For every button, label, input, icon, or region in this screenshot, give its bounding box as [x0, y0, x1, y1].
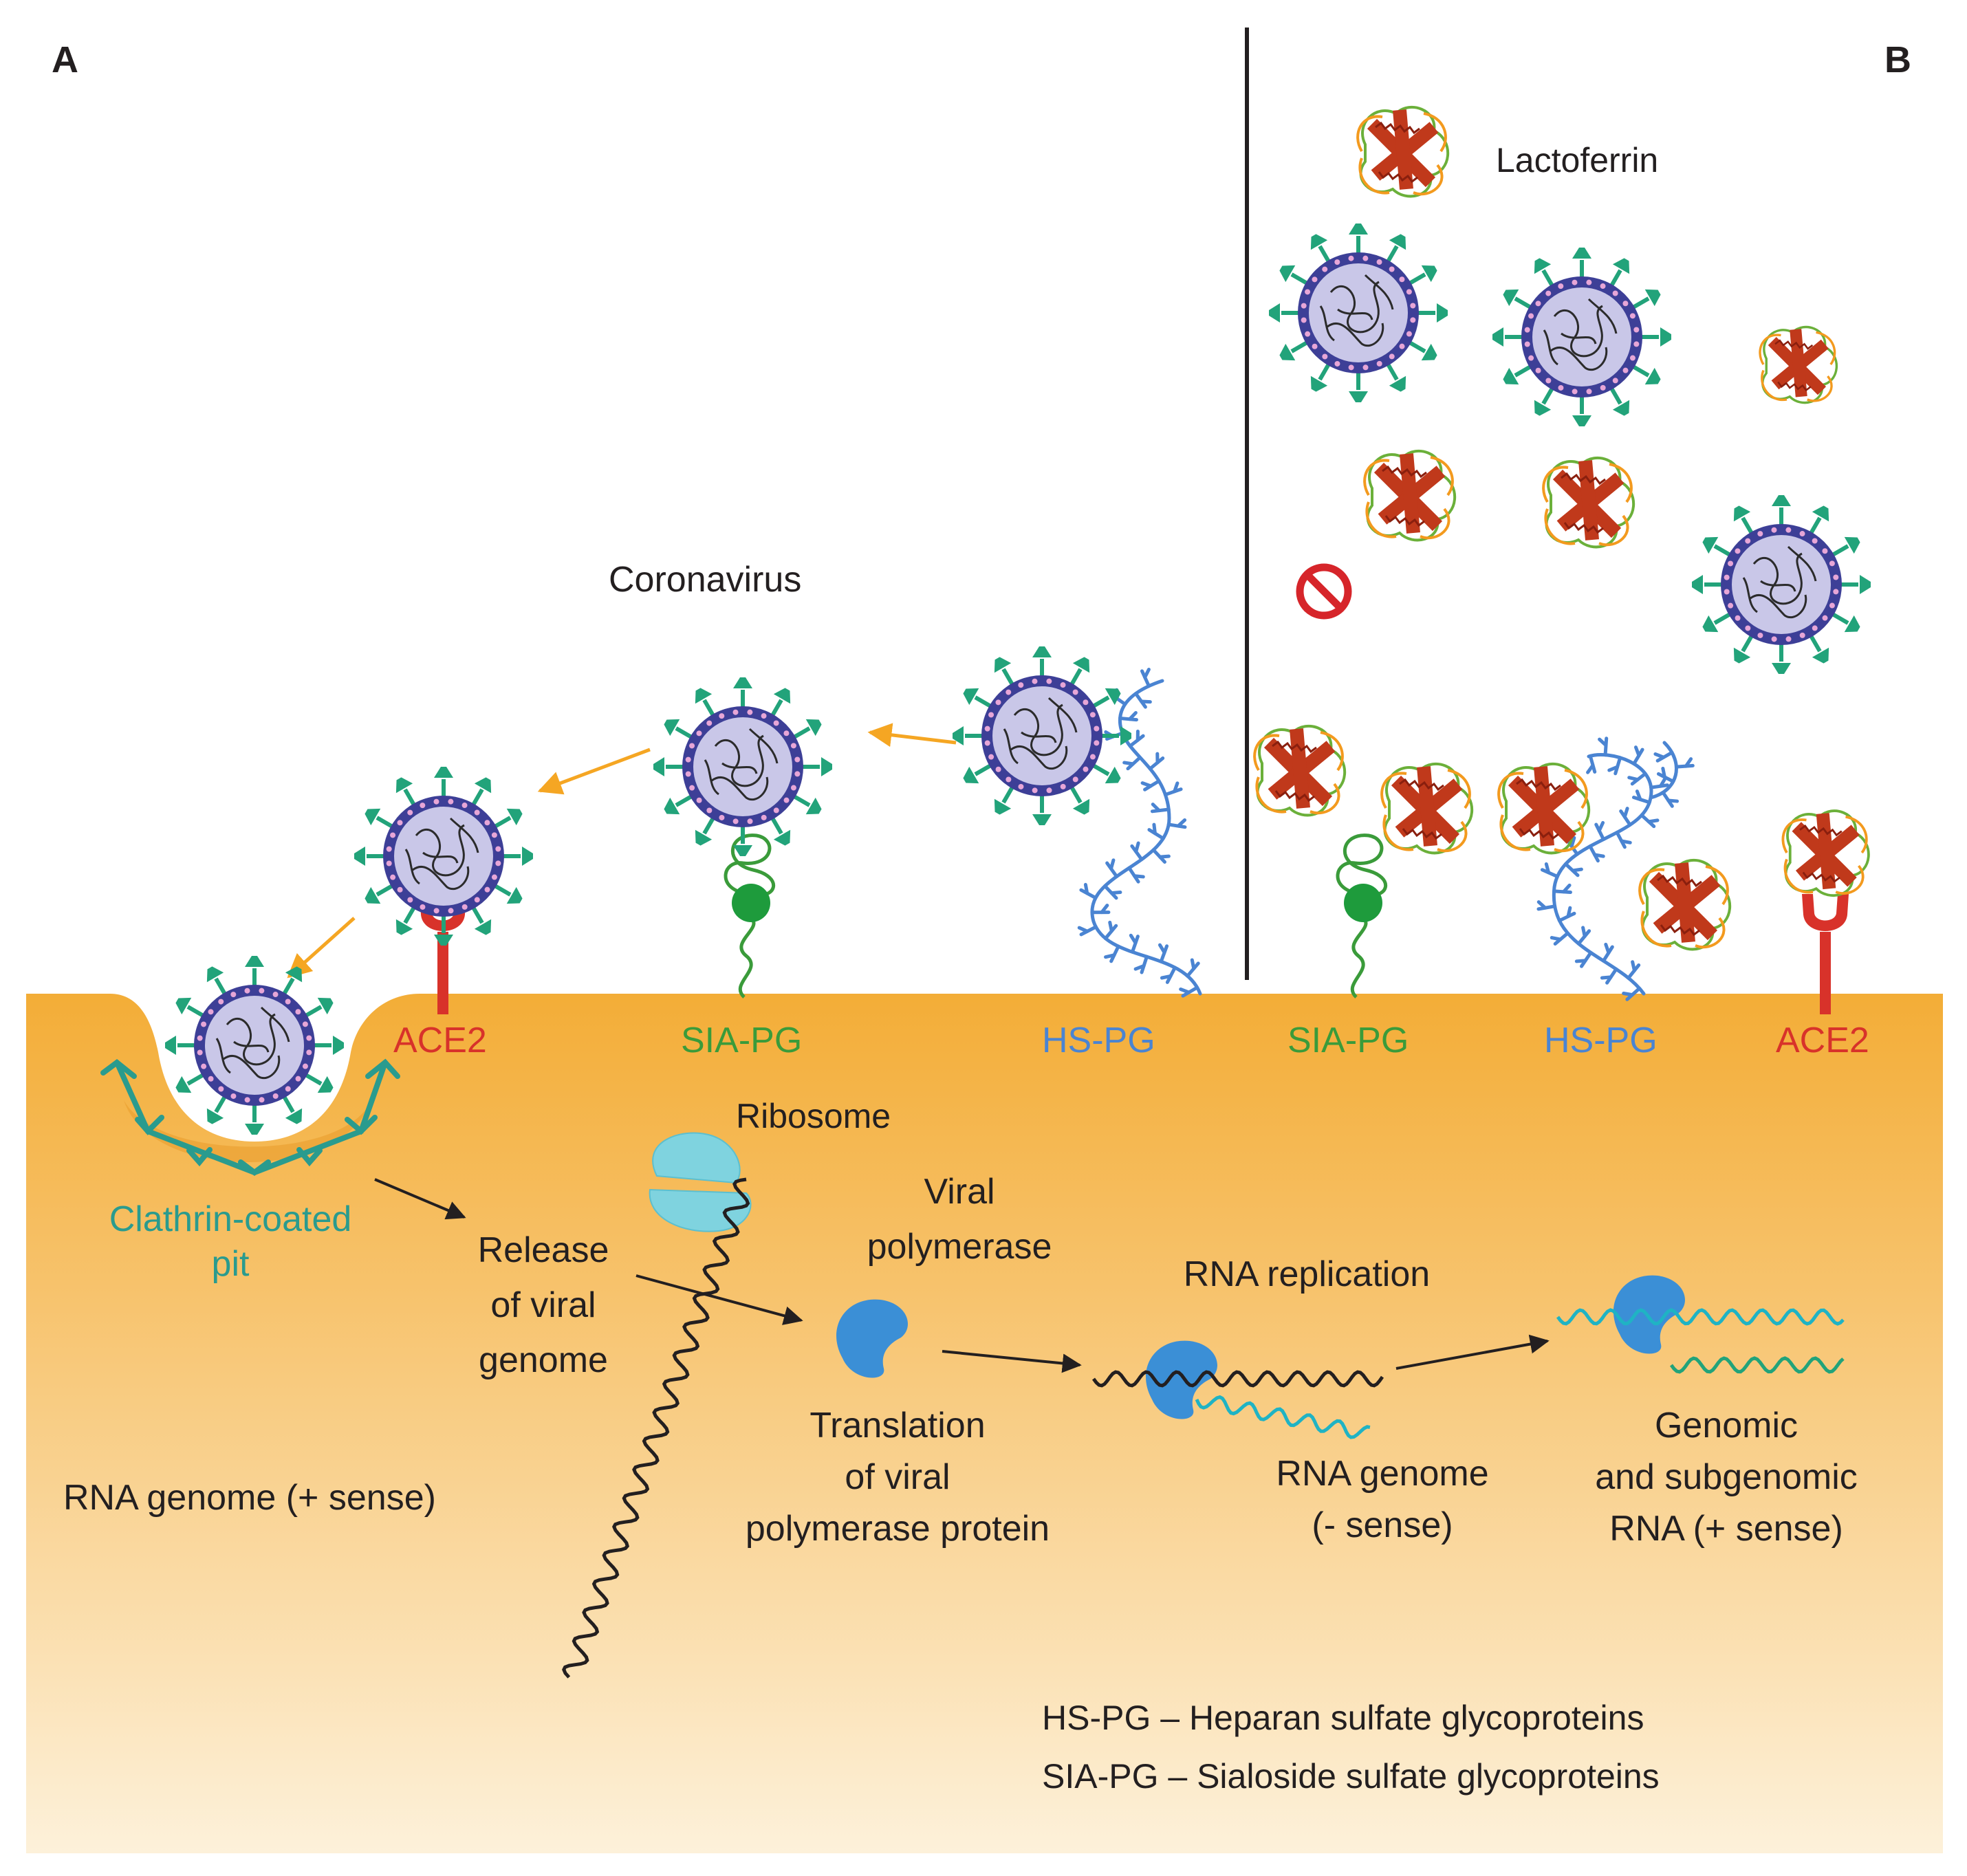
hspg-label-b: HS-PG	[1544, 1021, 1658, 1060]
rna-negative-label-2: (- sense)	[1312, 1505, 1453, 1545]
siapg-receptor-a	[724, 833, 775, 999]
virus-b-3	[1692, 495, 1871, 674]
subgenomic-polymerase	[1613, 1275, 1685, 1354]
clathrin-coat	[100, 1058, 400, 1176]
siapg-label-a: SIA-PG	[681, 1021, 802, 1060]
viral-polymerase	[836, 1299, 908, 1378]
release-label-1: Release	[478, 1230, 609, 1270]
rna-subgenomic-strand	[1669, 1356, 1845, 1374]
siapg-label-b: SIA-PG	[1287, 1021, 1409, 1060]
cell-membrane	[26, 994, 1943, 1853]
virus-hspg	[953, 646, 1131, 825]
rna-positive-label: RNA genome (+ sense)	[63, 1478, 436, 1518]
rna-genomic-strand	[1556, 1308, 1845, 1326]
lactoferrin-4	[1543, 458, 1633, 547]
genomic-label-3: RNA (+ sense)	[1609, 1509, 1843, 1549]
virus-ace2	[354, 767, 533, 946]
viral-polymerase-label-2: polymerase	[867, 1227, 1052, 1267]
lactoferrin-9	[1783, 811, 1868, 895]
process-arrows	[374, 1178, 1550, 1373]
block-icon	[1296, 563, 1352, 620]
lactoferrin-8	[1640, 860, 1730, 950]
lactoferrin-6	[1382, 764, 1472, 853]
siapg-receptor-b	[1336, 833, 1387, 999]
ribosome	[649, 1132, 752, 1232]
legend-siapg: SIA-PG – Sialoside sulfate glycoproteins	[1042, 1757, 1660, 1796]
virus-siapg	[653, 677, 832, 856]
lactoferrin-label: Lactoferrin	[1496, 141, 1658, 179]
lactoferrin-3	[1365, 451, 1455, 541]
panel-label-b: B	[1884, 39, 1911, 80]
virus-b-1	[1269, 223, 1448, 402]
entry-arrows	[287, 723, 957, 979]
ace2-label-b: ACE2	[1776, 1021, 1869, 1060]
lactoferrin-5	[1254, 726, 1345, 816]
rna-negative-label-1: RNA genome	[1276, 1454, 1488, 1494]
hspg-label-a: HS-PG	[1042, 1021, 1155, 1060]
virus-in-pit	[165, 956, 344, 1135]
hspg-chain-a	[1077, 667, 1202, 998]
ribosome-label: Ribosome	[736, 1097, 891, 1135]
legend-hspg: HS-PG – Heparan sulfate glycoproteins	[1042, 1699, 1644, 1737]
hspg-chain-b	[1536, 737, 1695, 1001]
ace2-receptor-b	[1802, 894, 1849, 1014]
virus-b-2	[1492, 248, 1671, 426]
clathrin-label-2: pit	[212, 1244, 250, 1284]
ace2-receptor-a	[420, 894, 466, 1014]
lactoferrin-1	[1358, 107, 1448, 197]
rna-genome-strand	[562, 1177, 750, 1679]
coronavirus-label: Coronavirus	[609, 560, 801, 600]
lactoferrin-2	[1760, 327, 1836, 403]
viral-polymerase-label-1: Viral	[924, 1172, 995, 1212]
replication-polymerase	[1146, 1340, 1217, 1419]
translation-label-3: polymerase protein	[746, 1509, 1050, 1549]
genomic-label-1: Genomic	[1655, 1406, 1798, 1446]
rna-negative-strand	[1195, 1395, 1371, 1439]
genomic-label-2: and subgenomic	[1595, 1457, 1858, 1497]
release-label-3: genome	[479, 1340, 608, 1380]
rna-replication-label: RNA replication	[1184, 1254, 1430, 1294]
panel-label-a: A	[52, 39, 78, 80]
translation-label-2: of viral	[845, 1457, 950, 1497]
translation-label-1: Translation	[809, 1406, 985, 1446]
ace2-label-a: ACE2	[393, 1021, 487, 1060]
clathrin-label-1: Clathrin-coated	[109, 1199, 352, 1239]
release-label-2: of viral	[490, 1285, 596, 1325]
rna-template-strand	[1091, 1370, 1384, 1388]
